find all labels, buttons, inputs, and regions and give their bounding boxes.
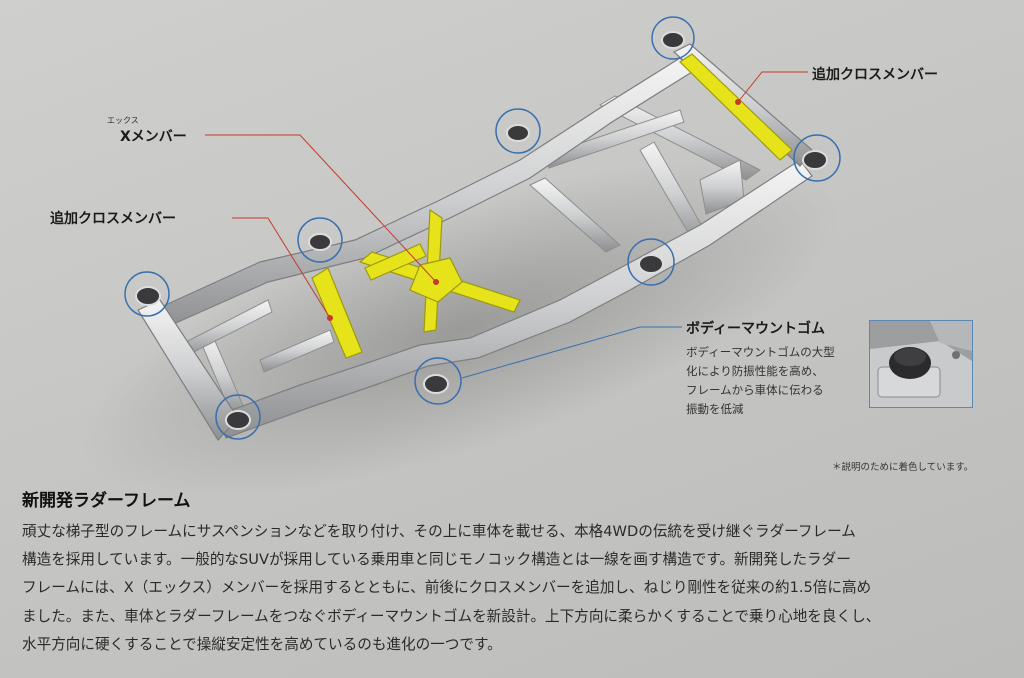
leader-cross-left-dot — [327, 315, 333, 321]
body-mount-desc-line: ボディーマウントゴムの大型 — [686, 345, 835, 359]
body-mount-description: ボディーマウントゴムの大型 化により防振性能を高め、 フレームから車体に伝わる … — [686, 343, 864, 419]
leader-cross-left — [232, 217, 331, 319]
body-paragraph: 頑丈な梯子型のフレームにサスペンションなどを取り付け、その上に車体を載せる、本格… — [22, 518, 1012, 659]
body-mount-inset-graphic — [870, 321, 972, 407]
x-member-ruby: エックス — [107, 116, 139, 125]
body-line: フレームには、X（エックス）メンバーを採用するとともに、前後にクロスメンバーを追… — [22, 579, 872, 597]
body-mount-desc-line: 振動を低減 — [686, 402, 744, 416]
x-member-label: Xメンバー — [120, 129, 187, 145]
body-line: 水平方向に硬くすることで操縦安定性を高めているのも進化の一つです。 — [22, 635, 502, 653]
section-heading: 新開発ラダーフレーム — [22, 491, 191, 511]
cross-member-left — [311, 267, 363, 359]
coloring-note: ＊説明のために着色しています。 — [832, 462, 974, 473]
leader-lines — [205, 71, 808, 379]
body-line: ました。また、車体とラダーフレームをつなぐボディーマウントゴムを新設計。上下方向… — [22, 607, 881, 625]
leader-x-member-dot — [433, 279, 439, 285]
leader-x-member — [205, 134, 437, 283]
leader-cross-right-dot — [735, 99, 741, 105]
body-line: 構造を採用しています。一般的なSUVが採用している乗用車と同じモノコック構造とは… — [22, 551, 851, 569]
body-mount-points — [124, 16, 841, 440]
body-mount-desc-line: フレームから車体に伝わる — [686, 383, 824, 397]
cross-member-left-label: 追加クロスメンバー — [50, 211, 176, 227]
leader-body-mount — [461, 326, 682, 379]
body-mount-label: ボディーマウントゴム — [686, 321, 826, 337]
body-line: 頑丈な梯子型のフレームにサスペンションなどを取り付け、その上に車体を載せる、本格… — [22, 523, 856, 540]
leader-cross-right — [737, 71, 808, 103]
frame-inner-members — [179, 95, 761, 417]
body-mount-inset-photo — [869, 320, 973, 408]
body-mount-desc-line: 化により防振性能を高め、 — [686, 364, 824, 378]
cross-member-right-label: 追加クロスメンバー — [812, 67, 938, 83]
frame-rail-near — [217, 159, 813, 439]
cross-member-right — [679, 53, 793, 161]
